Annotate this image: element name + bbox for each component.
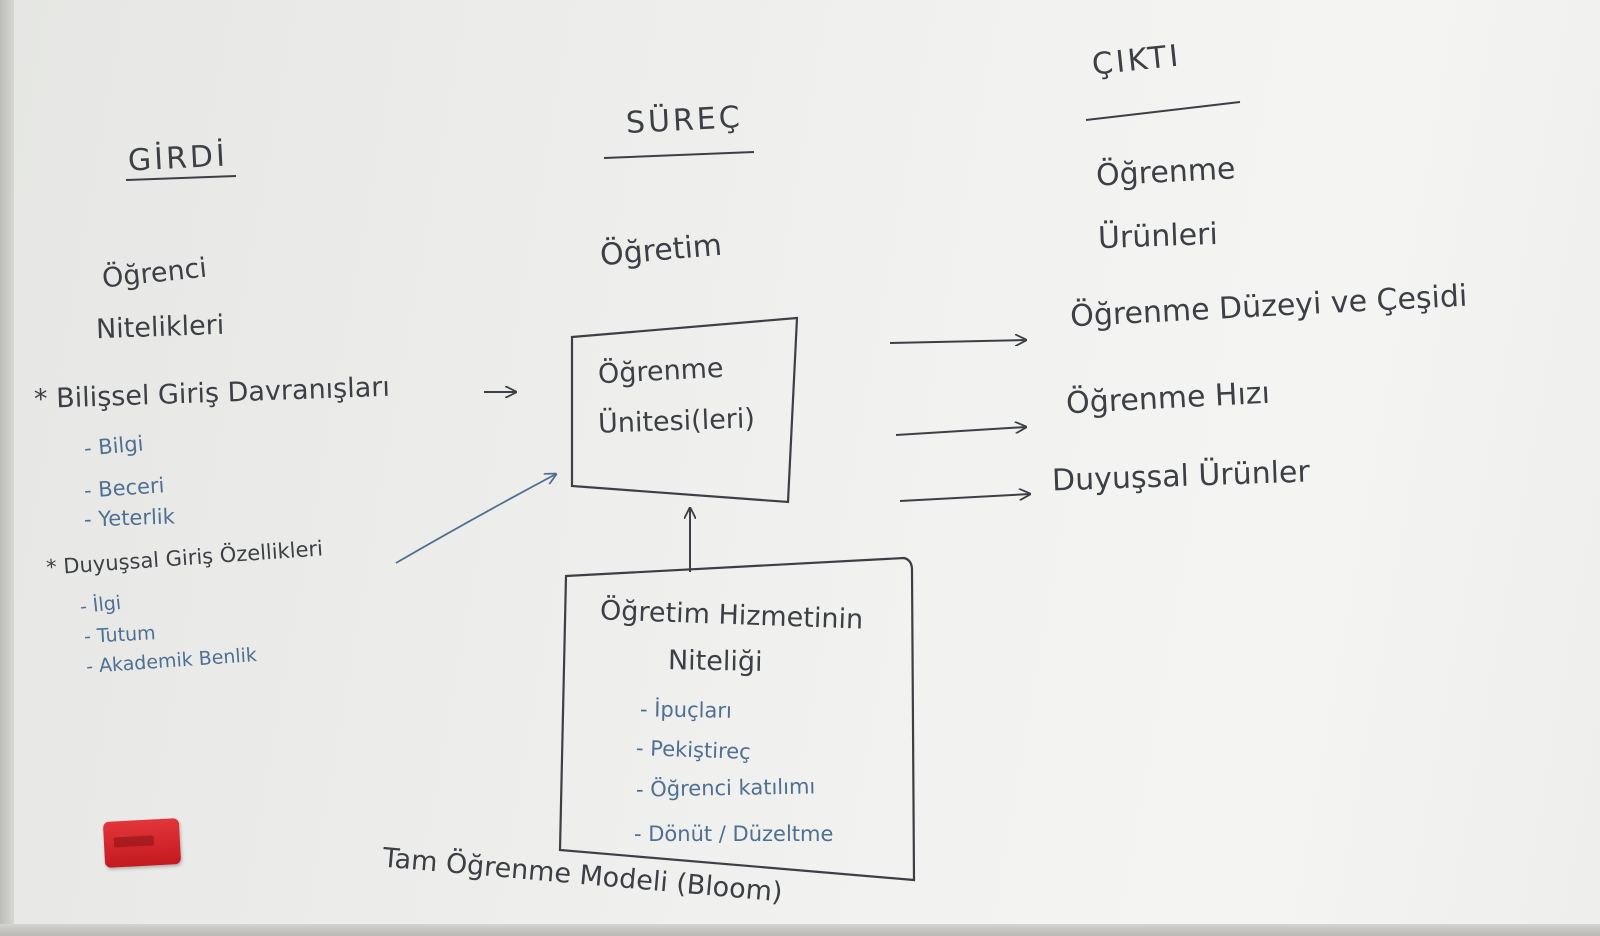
header-girdi: GİRDİ — [127, 138, 229, 179]
service-item-3: - Öğrenci katılımı — [635, 774, 816, 802]
arrow-to-outcome-3 — [899, 494, 1030, 502]
girdi-title-line2: Nitelikleri — [95, 309, 225, 346]
service-item-4: - Dönüt / Düzeltme — [634, 822, 834, 846]
duyussal-item-2: - Tutum — [83, 622, 157, 648]
girdi-underline — [125, 175, 237, 181]
surec-underline — [603, 151, 755, 159]
service-item-1: - İpuçları — [639, 697, 733, 723]
bilissel-item-1: - Bilgi — [83, 431, 145, 461]
bilissel-item-3: - Yeterlik — [83, 504, 176, 532]
whiteboard-eraser[interactable] — [102, 818, 182, 868]
unit-box-line2: Ünitesi(leri) — [597, 403, 756, 440]
arrow-to-outcome-2 — [895, 427, 1026, 436]
header-cikti: ÇIKTI — [1090, 38, 1183, 83]
whiteboard-frame-bottom — [0, 924, 1600, 936]
header-surec: SÜREÇ — [625, 99, 744, 142]
cikti-title-line2: Ürünleri — [1097, 216, 1219, 257]
instruction-service-box — [558, 556, 916, 882]
bilissel-item-2: - Beceri — [83, 473, 166, 503]
arrow-duyussal-to-unit — [395, 474, 556, 564]
learning-unit-box — [570, 316, 799, 504]
whiteboard-frame-left — [0, 0, 14, 936]
arrow-to-outcome-1 — [889, 340, 1026, 343]
outcome-3: Duyuşsal Ürünler — [1051, 454, 1311, 499]
duyussal-item-1: - İlgi — [78, 591, 123, 619]
service-item-2: - Pekiştireç — [635, 736, 752, 764]
service-box-line2: Niteliği — [667, 645, 763, 678]
cikti-underline — [1085, 101, 1241, 121]
cikti-title-line1: Öğrenme — [1095, 151, 1237, 194]
unit-box-line1: Öğrenme — [597, 352, 725, 391]
